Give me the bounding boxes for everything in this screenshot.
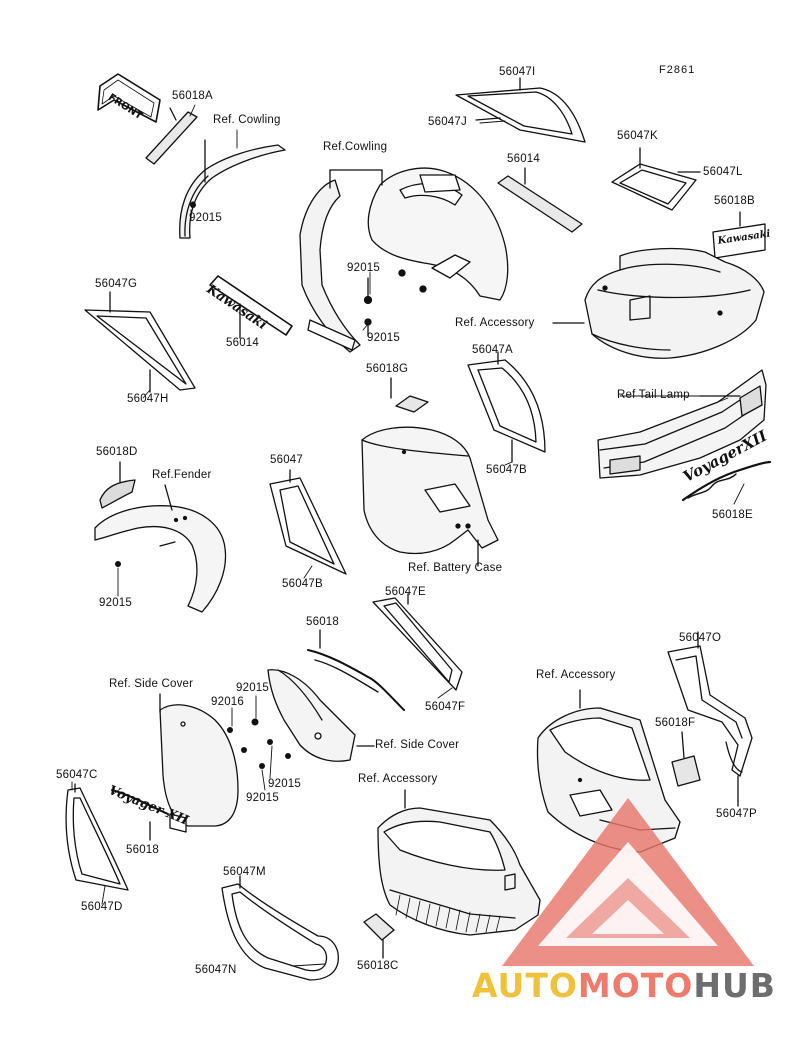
part-56047I-trim [455,77,586,143]
part-56047M-frame [221,875,339,981]
callout-label: 92015 [347,262,380,274]
callout-label: 56047I [499,66,536,78]
callout-label: 56047J [428,116,467,128]
part-56047O-frame [667,631,753,807]
callout-label: 56047O [679,632,722,644]
part-56018E-script-emblem [681,460,772,502]
callout-label: 56018A [172,90,213,102]
part-56018C-pad [363,913,395,959]
battery-case [361,426,499,567]
fastener-cluster [227,718,291,769]
front-fender [94,484,227,613]
callout-label: 56047P [716,808,757,820]
callout-label: Ref. Accessory [536,669,616,681]
callout-label: Ref. Accessory [455,317,535,329]
part-56047C-frame [65,783,129,891]
callout-label: 56047 [270,454,303,466]
accessory-saddlebag-right [536,689,681,853]
callout-label: Ref.Cowling [323,141,388,153]
callout-label: 92015 [189,212,222,224]
callout-label: 56018 [126,844,159,856]
callout-label: 56047C [56,769,98,781]
callout-label: 56018G [366,363,409,375]
watermark-part-hub: HUB [693,966,776,1005]
callout-label: 56047H [127,393,169,405]
accessory-top-case [552,247,765,359]
watermark-part-moto: MOTO [577,966,694,1005]
callout-label: Ref Tail Lamp [617,389,690,401]
callout-label: 56047A [472,344,513,356]
watermark-text: AUTOMOTOHUB [472,966,776,1005]
callout-label: 56018F [655,717,696,729]
callout-label: 92016 [211,696,244,708]
callout-label: Ref. Battery Case [408,562,503,574]
front-arrow-emblem [97,73,161,123]
side-cover-right [267,669,375,762]
callout-label: 92015 [367,332,400,344]
leader-lines [71,104,745,967]
callout-label: 56047L [703,166,743,178]
part-56018D-lens [99,461,136,509]
callout-label: 56018B [714,195,755,207]
callout-label: Ref. Side Cover [109,678,194,690]
part-56018A-strip [145,107,198,165]
callout-label: 56047N [195,964,237,976]
callout-label: 92015 [236,682,269,694]
callout-label: 56047M [223,866,266,878]
part-56047-frame [269,469,347,575]
callout-label: 56018D [96,446,138,458]
watermark-logo [502,798,754,966]
part-56014-strip [497,167,583,233]
callout-label: 56018 [306,616,339,628]
callout-label: 92015 [99,597,132,609]
figure-code: F2861 [659,64,696,76]
part-56018G-pad [390,377,429,413]
callout-label: 56047B [486,464,527,476]
accessory-saddlebag-center [377,789,541,936]
part-56047G-frame [84,291,196,393]
callout-label: 56047B [282,578,323,590]
callout-label: 56014 [507,153,540,165]
part-56014-emblem [209,275,293,339]
bolt-92015-b [115,561,121,567]
callout-label: Ref.Fender [152,469,212,481]
bolt-92015-a [190,202,196,208]
callout-label: Ref. Cowling [213,114,281,126]
callout-label: 56047K [617,130,658,142]
tail-lamp-assembly [597,369,767,479]
watermark-part-auto: AUTO [472,966,578,1005]
callout-label: Ref. Side Cover [375,739,460,751]
callout-label: 56047F [425,701,466,713]
callout-label: 56047G [95,278,138,290]
part-56018F-badge [671,731,701,787]
callout-label: 56047E [385,586,426,598]
callout-label: 56047D [81,901,123,913]
callout-label: 92015 [246,792,279,804]
part-56047A-frame [467,351,546,463]
main-cowling [299,167,509,353]
callout-label: 92015 [268,778,301,790]
part-56018B-badge [712,211,766,259]
part-56018-script-emblem [307,629,405,711]
part-56047E-frame [372,593,463,691]
part-56018-side-emblem [111,789,187,841]
callout-label: 56018E [712,509,753,521]
callout-label: 56018C [357,960,399,972]
callout-label: Ref. Accessory [358,773,438,785]
callout-label: 56014 [226,337,259,349]
part-56047K-frame [611,147,701,211]
